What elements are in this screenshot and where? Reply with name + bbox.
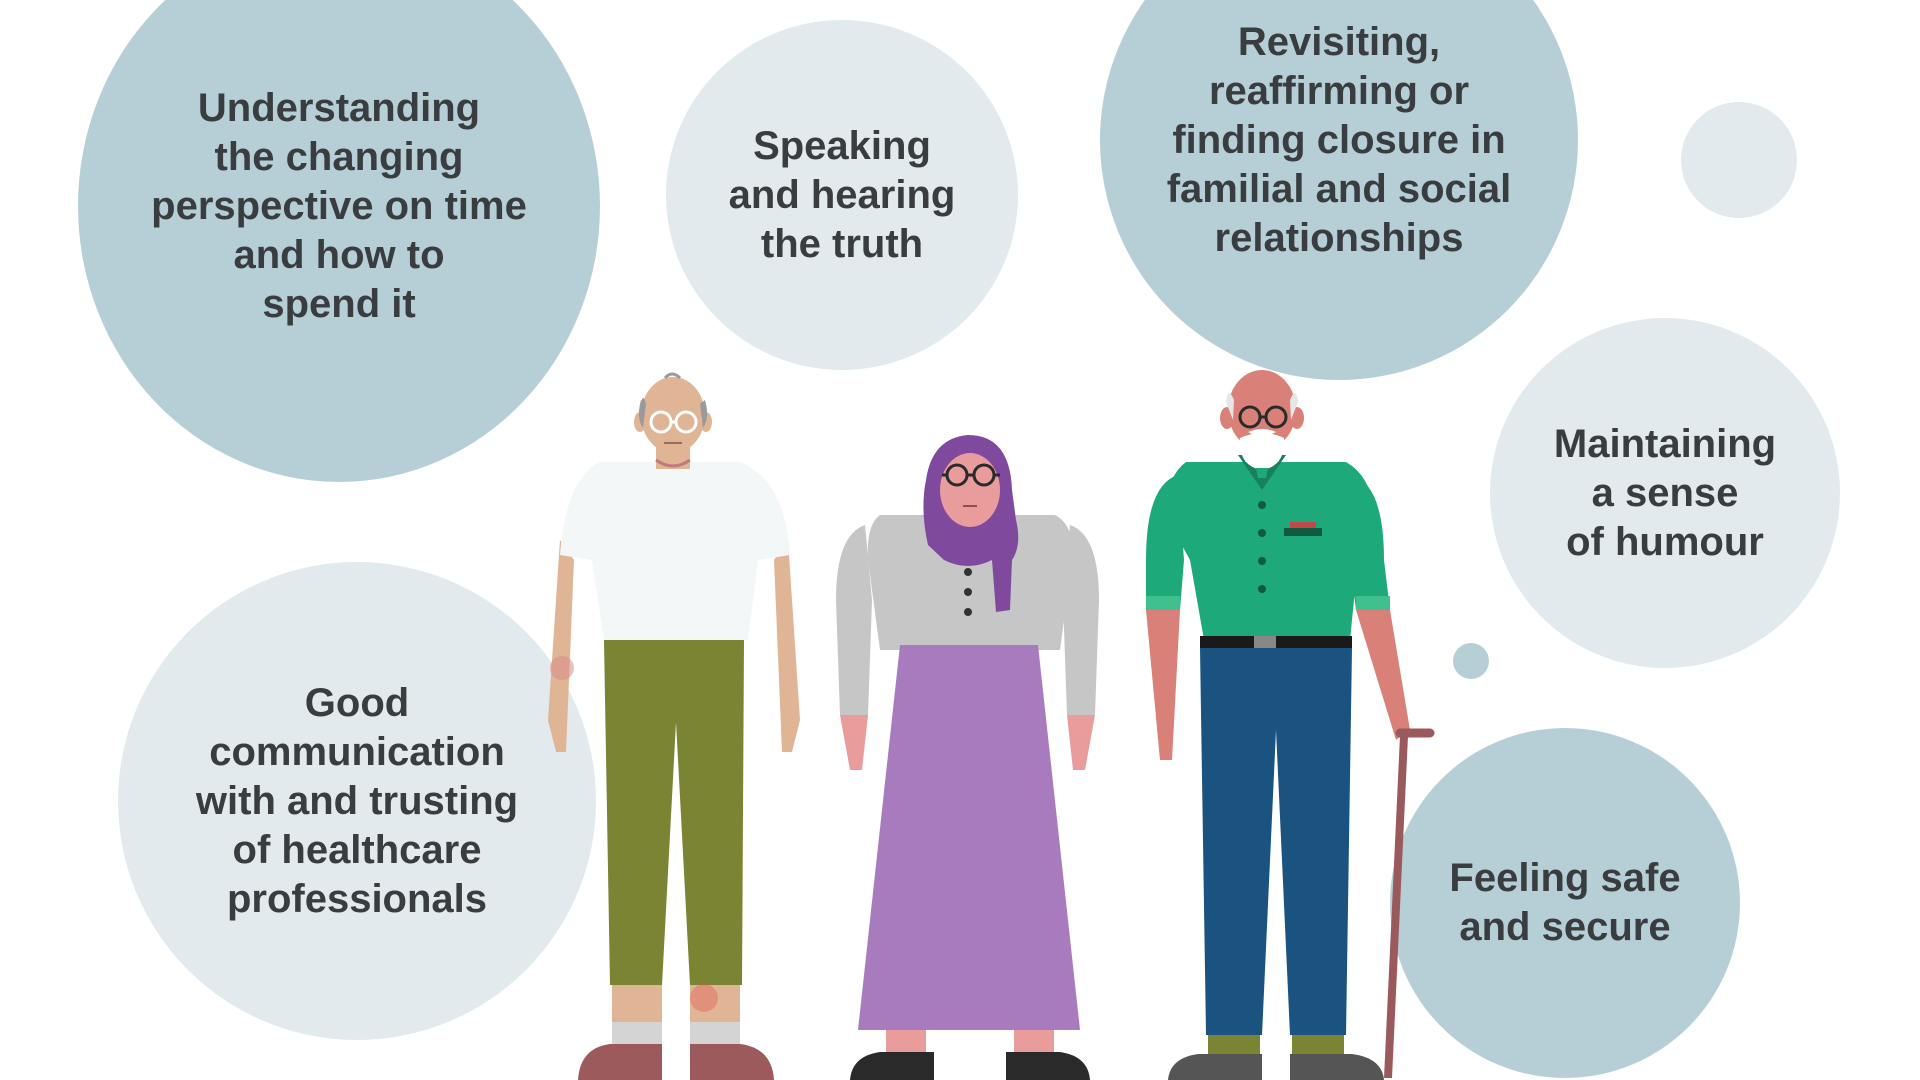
bubble-truth-label: Speaking and hearing the truth — [728, 123, 956, 266]
bubble-communication: Good communication with and trusting of … — [118, 562, 596, 1040]
man-white-shirt-figure — [548, 372, 800, 1080]
decorative-dot-large — [1681, 102, 1797, 218]
bubble-relationships-label: Revisiting, reaffirming or finding closu… — [1166, 19, 1512, 260]
bubble-time: Understanding the changing perspective o… — [78, 0, 600, 482]
bubble-time-label: Understanding the changing perspective o… — [151, 85, 527, 326]
woman-hijab-figure — [836, 435, 1099, 1080]
bubble-communication-label: Good communication with and trusting of … — [195, 680, 519, 921]
bubble-relationships: Revisiting, reaffirming or finding closu… — [1100, 0, 1578, 380]
bubble-humour-label: Maintaining a sense of humour — [1553, 421, 1777, 564]
bubble-safe-label: Feeling safe and secure — [1449, 856, 1681, 949]
man-green-shirt-figure — [1146, 370, 1435, 1080]
bubble-safe: Feeling safe and secure — [1390, 728, 1740, 1078]
decorative-dot-small — [1453, 643, 1489, 679]
bubble-humour: Maintaining a sense of humour — [1490, 318, 1840, 668]
bubble-truth: Speaking and hearing the truth — [666, 20, 1018, 370]
